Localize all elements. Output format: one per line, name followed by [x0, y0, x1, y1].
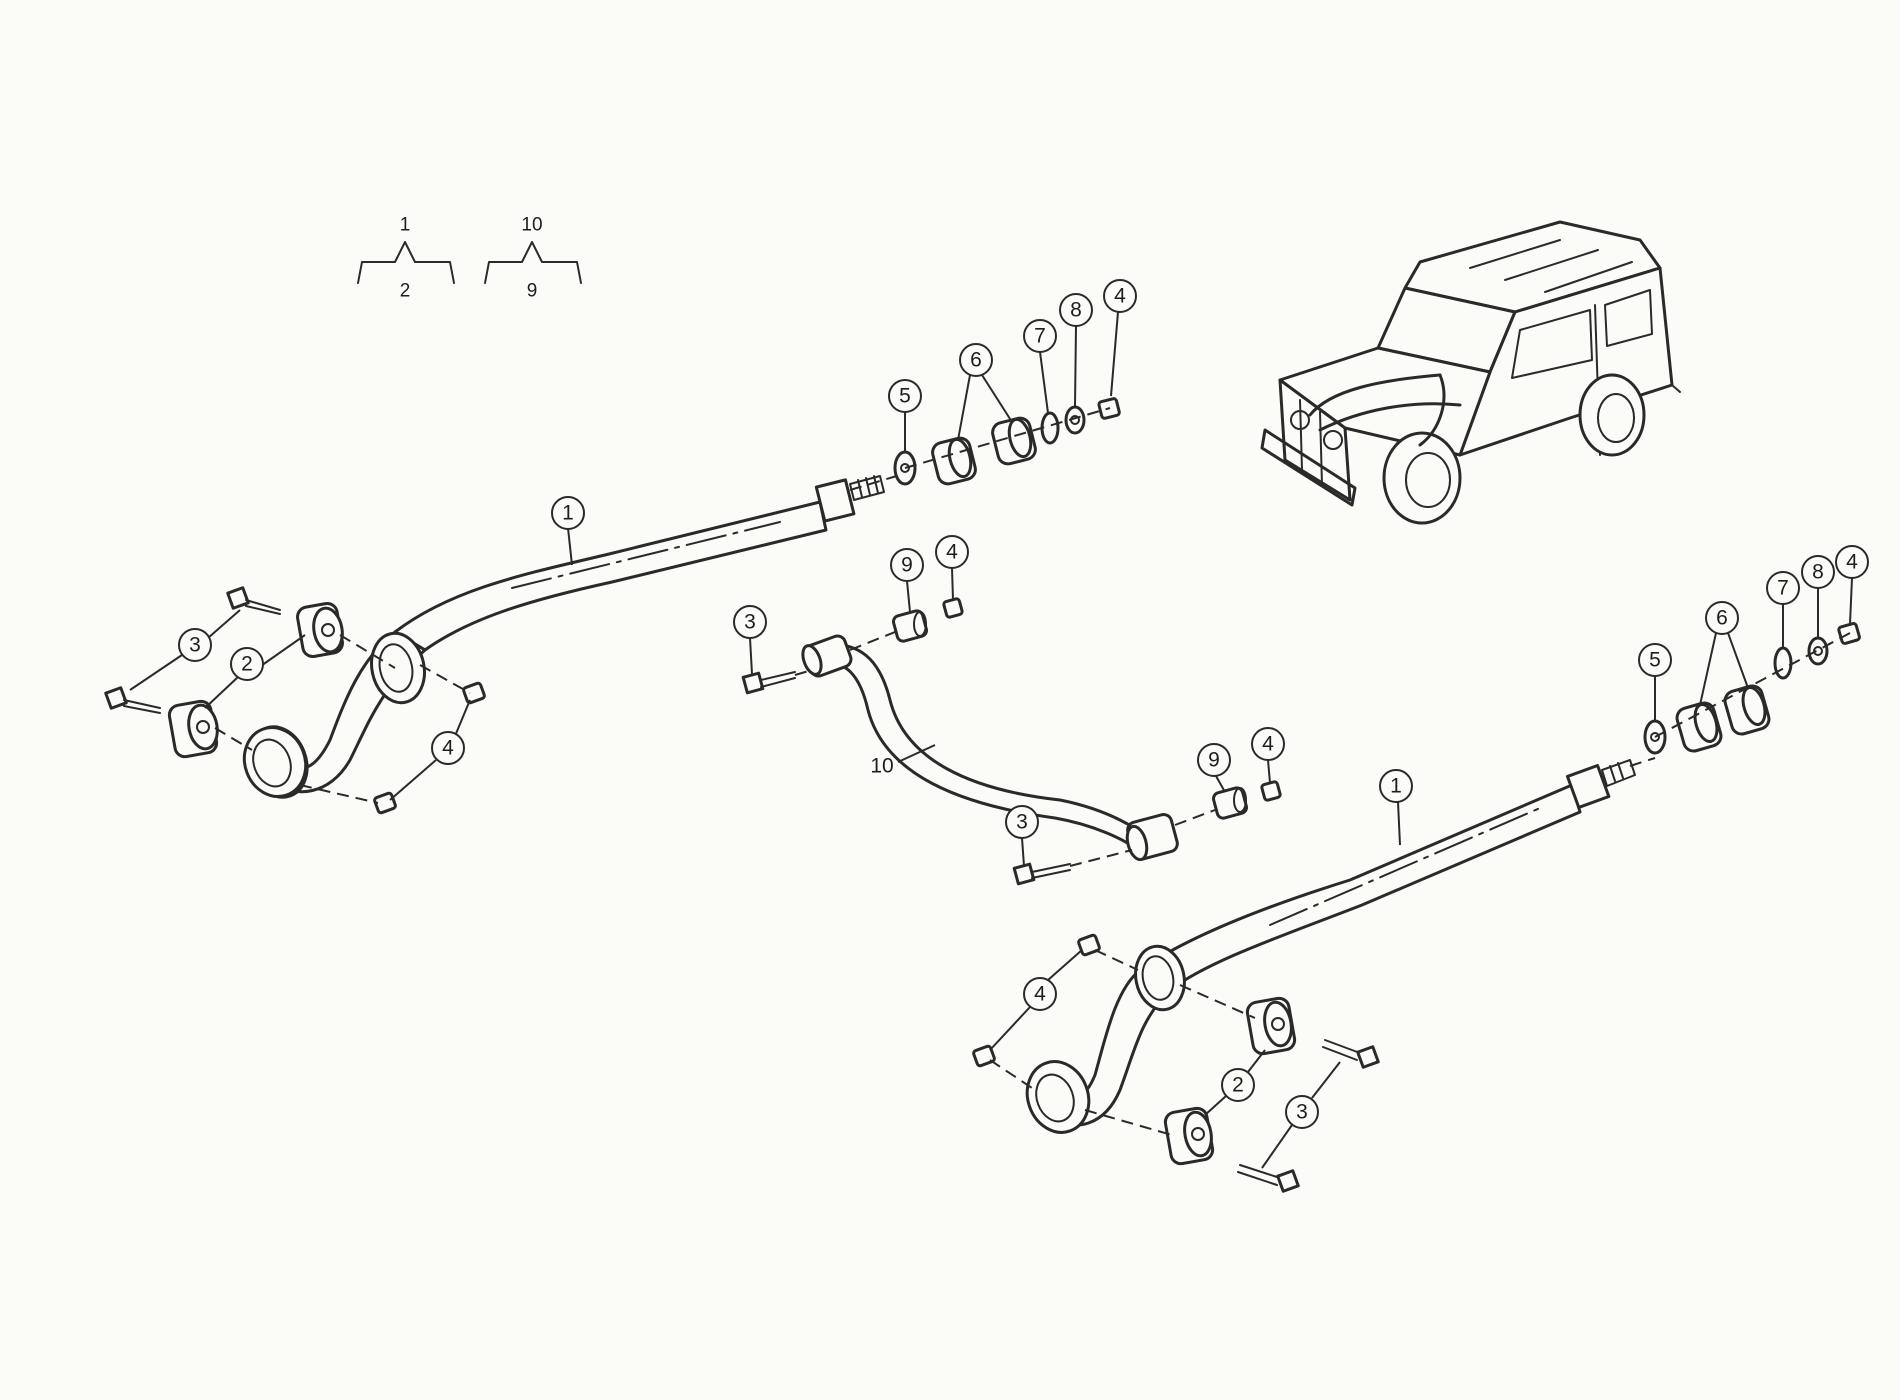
callout-left-washer-7: 7: [1034, 325, 1046, 348]
callout-panhard-nut-bottom: 4: [1262, 733, 1274, 756]
callout-panhard-sleeve-top: 9: [901, 554, 913, 577]
callout-left-washer-8: 8: [1070, 299, 1082, 322]
callout-left-arm: 1: [562, 502, 574, 525]
callout-right-bolt: 3: [1296, 1101, 1308, 1124]
legend-group-2: 10 9: [484, 215, 582, 302]
callout-right-washer-7: 7: [1777, 577, 1789, 600]
legend-bottom-1: 2: [400, 281, 411, 302]
callout-left-bolt: 3: [189, 634, 201, 657]
callout-panhard-rod: 10: [870, 755, 893, 778]
legend-top-2: 10: [521, 215, 542, 236]
left-trailing-arm: [242, 475, 885, 799]
callout-left-nut: 4: [442, 737, 454, 760]
callout-right-nut: 4: [1034, 983, 1046, 1006]
suv-locator-icon: [1260, 220, 1681, 525]
callout-left-bushing: 2: [241, 653, 253, 676]
callout-panhard-nut-top: 4: [946, 541, 958, 564]
right-rod-end-callouts: 5 6 7 8 4: [1638, 545, 1869, 720]
legend: 1 2 10 9: [357, 215, 582, 302]
left-rod-end-stack: [893, 397, 1121, 486]
left-rod-end-callouts: 5 6 7 8 4: [888, 279, 1137, 452]
panhard-rod: [801, 634, 1179, 862]
callout-right-nut-4: 4: [1846, 551, 1858, 574]
right-trailing-arm: [1025, 759, 1636, 1134]
legend-group-1: 1 2: [357, 215, 455, 302]
callout-left-washer-5: 5: [899, 385, 911, 408]
left-arm-callouts: 1 2 3 4: [129, 496, 585, 801]
panhard-hardware: [741, 597, 1282, 886]
callout-right-bushing: 2: [1232, 1074, 1244, 1097]
callout-panhard-sleeve-bottom: 9: [1208, 749, 1220, 772]
legend-bottom-2: 9: [527, 281, 538, 302]
right-rod-end-stack: [1643, 622, 1861, 755]
callout-right-washer-5: 5: [1649, 649, 1661, 672]
callout-left-nut-4: 4: [1114, 285, 1126, 308]
panhard-callouts: 10 9 4 3 9 4 3: [733, 535, 1285, 867]
right-arm-hardware: [972, 757, 1656, 1193]
right-arm-callouts: 1 4 2 3: [989, 769, 1413, 1169]
callout-left-rubber-6: 6: [970, 349, 982, 372]
callout-panhard-bolt-top: 3: [744, 611, 756, 634]
callout-right-rubber-6: 6: [1716, 607, 1728, 630]
callout-panhard-bolt-bottom: 3: [1016, 811, 1028, 834]
left-arm-hardware: [104, 474, 901, 815]
callout-right-washer-8: 8: [1812, 561, 1824, 584]
callout-right-arm: 1: [1390, 775, 1402, 798]
legend-top-1: 1: [400, 215, 411, 236]
